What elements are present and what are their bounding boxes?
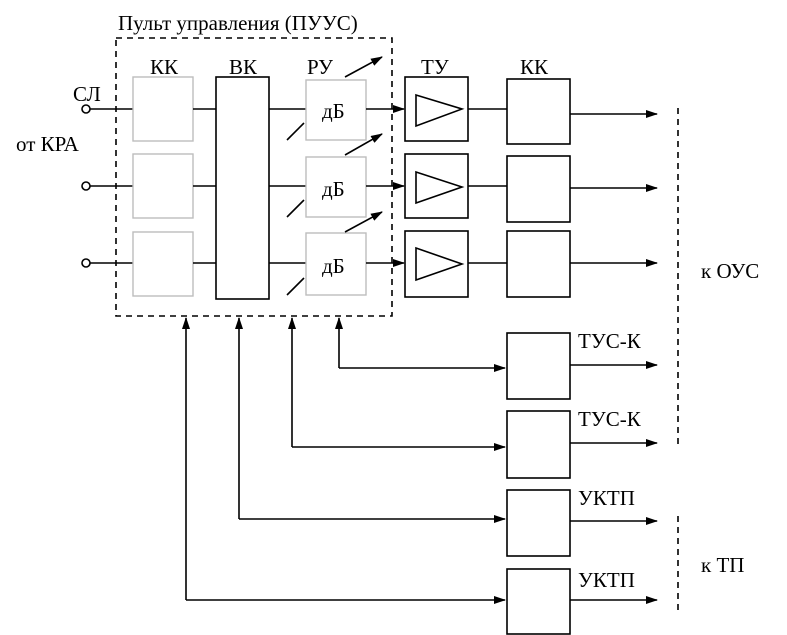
uktp-block-2: [506, 568, 571, 635]
label-sl: СЛ: [73, 82, 101, 106]
ru-adjust-arrow-3: [344, 211, 383, 233]
kk-left-block-2: [132, 153, 194, 219]
label-kk-left: КК: [150, 55, 179, 79]
label-ru: РУ: [307, 55, 333, 79]
tu-block-1: [404, 76, 469, 142]
label-tu: ТУ: [421, 55, 449, 79]
uktp-block-1: [506, 489, 571, 557]
control-panel-boundary: [115, 37, 393, 317]
uktp-label-2: УКТП: [578, 568, 635, 592]
ru-block-2: [305, 156, 367, 218]
amplifier-triangle-1: [415, 93, 465, 128]
kk-right-block-3: [506, 230, 571, 298]
ru-db-label-2: дБ: [322, 177, 345, 201]
label-kk-right: КК: [520, 55, 549, 79]
amplifier-triangle-2: [415, 170, 465, 205]
label-to-tp: к ТП: [701, 553, 744, 577]
ru-block-3: [305, 232, 367, 296]
input-terminal-2: [81, 181, 91, 191]
ru-db-label-3: дБ: [322, 254, 345, 278]
amplifier-triangle-3: [415, 246, 465, 282]
vk-block: [215, 76, 270, 300]
label-to-ous: к ОУС: [701, 259, 759, 283]
input-terminal-1: [81, 104, 91, 114]
input-terminal-3: [81, 258, 91, 268]
kk-right-block-1: [506, 78, 571, 145]
tus-k-block-1: [506, 332, 571, 400]
kk-left-block-3: [132, 231, 194, 297]
ru-block-1: [305, 79, 367, 141]
ru-db-label-1: дБ: [322, 99, 345, 123]
kk-right-block-2: [506, 155, 571, 223]
tus-k-block-2: [506, 410, 571, 479]
tus-k-label-1: ТУС-К: [578, 329, 642, 353]
ru-adjust-arrow-1: [344, 56, 383, 78]
ru-regulator-tick-2: [286, 199, 305, 218]
kk-left-block-1: [132, 76, 194, 142]
ru-regulator-tick-3: [286, 277, 305, 296]
label-vk: ВК: [229, 55, 258, 79]
tus-k-label-2: ТУС-К: [578, 407, 642, 431]
ru-regulator-tick-1: [286, 122, 305, 141]
ru-adjust-arrow-2: [344, 133, 383, 156]
uktp-label-1: УКТП: [578, 486, 635, 510]
tu-block-3: [404, 230, 469, 298]
label-from-kra: от КРА: [16, 132, 80, 156]
panel-title: Пульт управления (ПУУС): [118, 11, 358, 35]
